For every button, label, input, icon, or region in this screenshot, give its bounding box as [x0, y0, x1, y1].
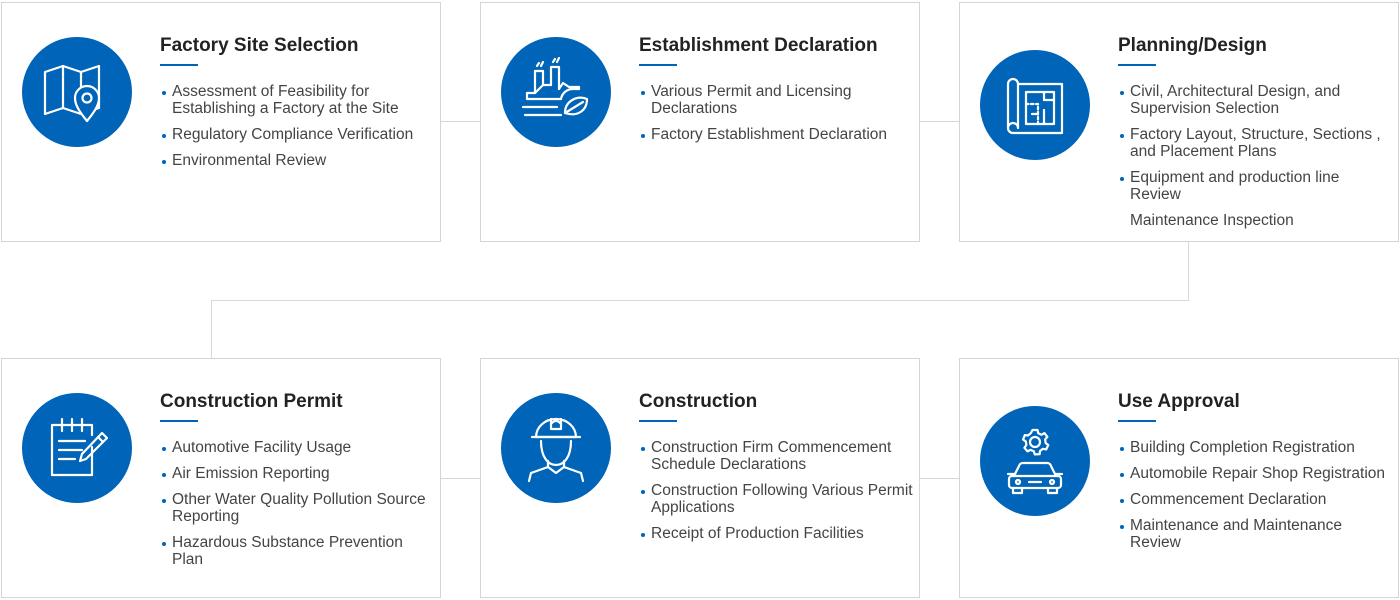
connector-row-link [211, 300, 1189, 301]
step-title: Construction [639, 391, 758, 412]
list-item: Maintenance Inspection [1130, 212, 1294, 229]
list-item: Automobile Repair Shop Registration [1120, 465, 1394, 482]
step-item-list: Automotive Facility Usage Air Emission R… [162, 439, 436, 577]
title-underline [639, 64, 677, 66]
title-underline [1118, 64, 1156, 66]
list-item: Building Completion Registration [1120, 439, 1394, 456]
connector-step2-step3 [919, 121, 959, 122]
list-item: Air Emission Reporting [162, 465, 436, 482]
step-item-list: Civil, Architectural Design, and Supervi… [1120, 83, 1394, 238]
step-title: Use Approval [1118, 391, 1240, 412]
step-title: Factory Site Selection [160, 35, 359, 56]
step-item-list: Assessment of Feasibility for Establishi… [162, 83, 436, 178]
list-item: Regulatory Compliance Verification [162, 126, 436, 143]
step-icon-circle [501, 37, 611, 147]
notepad-pencil-icon [50, 417, 109, 477]
list-item: Other Water Quality Pollution Source Rep… [162, 491, 436, 525]
factory-leaf-icon [521, 57, 589, 117]
list-item: Commencement Declaration [1120, 491, 1394, 508]
list-item: Civil, Architectural Design, and Supervi… [1120, 83, 1394, 117]
step-icon-circle [22, 37, 132, 147]
step-title: Planning/Design [1118, 35, 1267, 56]
construction-worker-icon [527, 417, 585, 483]
step-item-list: Construction Firm Commencement Schedule … [641, 439, 915, 551]
connector-step5-step6 [919, 478, 959, 479]
list-item: Environmental Review [162, 152, 436, 169]
connector-step3-down [1188, 241, 1189, 300]
connector-step1-step2 [440, 121, 480, 122]
step-card-factory-site-selection: Factory Site Selection Assessment of Fea… [1, 2, 441, 242]
connector-step4-up [211, 300, 212, 358]
step-title: Establishment Declaration [639, 35, 878, 56]
list-item: Hazardous Substance Prevention Plan [162, 534, 436, 568]
list-item: Construction Firm Commencement Schedule … [641, 439, 915, 473]
step-icon-circle [22, 393, 132, 503]
title-underline [160, 420, 198, 422]
blueprint-icon [1006, 77, 1064, 135]
connector-step4-step5 [440, 478, 480, 479]
step-icon-circle [980, 50, 1090, 160]
title-underline [160, 64, 198, 66]
list-item: Various Permit and Licensing Declaration… [641, 83, 915, 117]
step-card-construction-permit: Construction Permit Automotive Facility … [1, 358, 441, 598]
list-item: Maintenance and Maintenance Review [1120, 517, 1394, 551]
list-item: Automotive Facility Usage [162, 439, 436, 456]
step-card-planning-design: Planning/Design Civil, Architectural Des… [959, 2, 1399, 242]
list-item: Equipment and production line Review [1120, 169, 1394, 203]
map-location-icon [43, 64, 101, 123]
step-card-use-approval: Use Approval Building Completion Registr… [959, 358, 1399, 598]
step-icon-circle [501, 393, 611, 503]
step-icon-circle [980, 406, 1090, 516]
list-item: Factory Layout, Structure, Sections , an… [1120, 126, 1394, 160]
step-item-list: Building Completion Registration Automob… [1120, 439, 1394, 560]
title-underline [1118, 420, 1156, 422]
gear-car-icon [1006, 428, 1064, 495]
step-card-construction: Construction Construction Firm Commencem… [480, 358, 920, 598]
step-item-list: Various Permit and Licensing Declaration… [641, 83, 915, 152]
step-card-establishment-declaration: Establishment Declaration Various Permit… [480, 2, 920, 242]
list-item: Factory Establishment Declaration [641, 126, 915, 143]
list-item: Construction Following Various Permit Ap… [641, 482, 915, 516]
list-item: Receipt of Production Facilities [641, 525, 915, 542]
list-item: Assessment of Feasibility for Establishi… [162, 83, 436, 117]
title-underline [639, 420, 677, 422]
step-title: Construction Permit [160, 391, 343, 412]
